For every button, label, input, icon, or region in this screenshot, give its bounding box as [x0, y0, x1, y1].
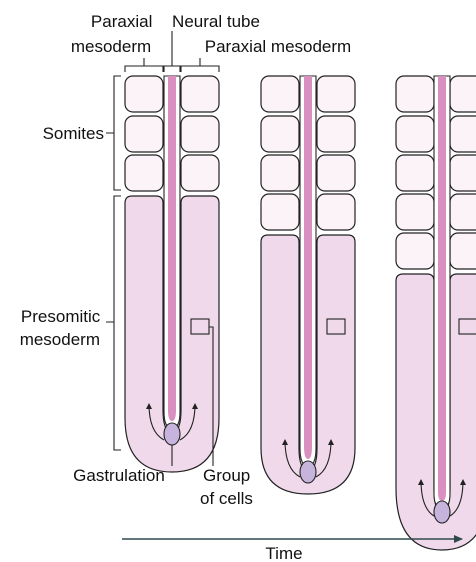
stage-2 — [261, 76, 355, 494]
somite — [261, 76, 299, 112]
somite — [450, 155, 476, 191]
label-somites: Somites — [43, 124, 104, 143]
bracket-presomitic — [106, 196, 121, 450]
somite — [396, 194, 434, 230]
bracket-paraxial-left — [125, 58, 163, 72]
somite — [261, 194, 299, 230]
label-paraxial-mesoderm-left: Paraxial mesoderm — [71, 12, 157, 56]
somite — [181, 76, 219, 112]
somite — [450, 116, 476, 152]
somite — [450, 233, 476, 269]
somite — [317, 76, 355, 112]
bracket-paraxial-right — [181, 58, 219, 72]
bracket-neural-tube — [164, 31, 180, 72]
label-time: Time — [265, 544, 302, 562]
gastrulation-node — [300, 461, 316, 483]
somite — [396, 76, 434, 112]
stage-1 — [125, 76, 219, 472]
somite — [450, 194, 476, 230]
somite — [125, 155, 163, 191]
left-brackets — [106, 76, 121, 450]
somite — [261, 155, 299, 191]
somite — [181, 155, 219, 191]
gastrulation-node — [164, 423, 180, 445]
bracket-somites — [106, 76, 121, 190]
somite — [396, 155, 434, 191]
somite — [125, 76, 163, 112]
somite — [396, 116, 434, 152]
gastrulation-node — [434, 501, 450, 523]
somite — [125, 116, 163, 152]
stage-3 — [396, 76, 476, 550]
label-group-of-cells: Group of cells — [200, 466, 255, 508]
somite — [317, 155, 355, 191]
somite — [317, 116, 355, 152]
label-presomitic-mesoderm: Presomitic mesoderm — [20, 307, 105, 349]
somite — [181, 116, 219, 152]
somite — [317, 194, 355, 230]
somite — [450, 76, 476, 112]
somite — [396, 233, 434, 269]
label-neural-tube: Neural tube — [172, 12, 260, 31]
label-paraxial-mesoderm-right: Paraxial mesoderm — [205, 37, 351, 56]
somite — [261, 116, 299, 152]
label-gastrulation: Gastrulation — [73, 466, 165, 485]
